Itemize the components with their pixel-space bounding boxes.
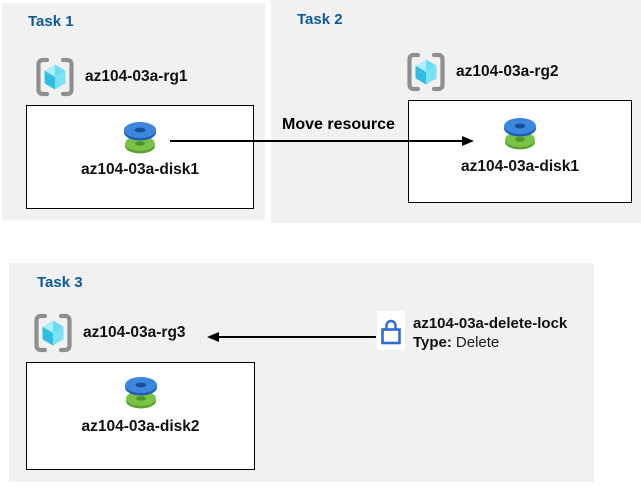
disk-icon xyxy=(504,118,536,150)
disk-label: az104-03a-disk1 xyxy=(460,158,580,175)
task2-title: Task 2 xyxy=(297,11,343,28)
lock-type-value: Delete xyxy=(455,334,500,351)
resource-group-label: az104-03a-rg2 xyxy=(456,63,559,80)
move-resource-arrow-line xyxy=(170,140,463,142)
task1-title: Task 1 xyxy=(28,13,74,30)
task2-resource-group: az104-03a-rg2 xyxy=(405,52,559,92)
task2-resource-box: az104-03a-disk1 xyxy=(408,100,632,203)
delete-lock-icon xyxy=(377,311,405,350)
lock-icon xyxy=(381,319,401,344)
disk-icon xyxy=(124,122,156,154)
delete-lock-type-row: Type:Delete xyxy=(413,333,567,352)
task1-resource-box: az104-03a-disk1 xyxy=(26,105,254,209)
disk-label: az104-03a-disk2 xyxy=(81,418,200,435)
move-resource-arrowhead-icon xyxy=(462,136,474,146)
disk-label: az104-03a-disk1 xyxy=(80,161,200,178)
move-resource-label: Move resource xyxy=(282,116,395,133)
disk-icon xyxy=(124,377,157,409)
resource-group-label: az104-03a-rg3 xyxy=(83,324,186,341)
delete-lock-text: az104-03a-delete-lock Type:Delete xyxy=(413,314,567,352)
delete-lock-name: az104-03a-delete-lock xyxy=(413,315,568,332)
resource-group-icon xyxy=(32,313,74,353)
lock-type-label: Type: xyxy=(413,334,452,351)
task3-title: Task 3 xyxy=(37,274,83,291)
resource-group-icon xyxy=(34,57,76,97)
resource-group-label: az104-03a-rg1 xyxy=(85,68,188,85)
task1-resource-group: az104-03a-rg1 xyxy=(34,57,188,97)
task3-resource-box: az104-03a-disk2 xyxy=(26,362,255,470)
task3-resource-group: az104-03a-rg3 xyxy=(32,313,186,353)
resource-group-icon xyxy=(405,52,447,92)
lock-arrowhead-icon xyxy=(207,332,219,342)
lock-arrow-line xyxy=(219,336,376,338)
